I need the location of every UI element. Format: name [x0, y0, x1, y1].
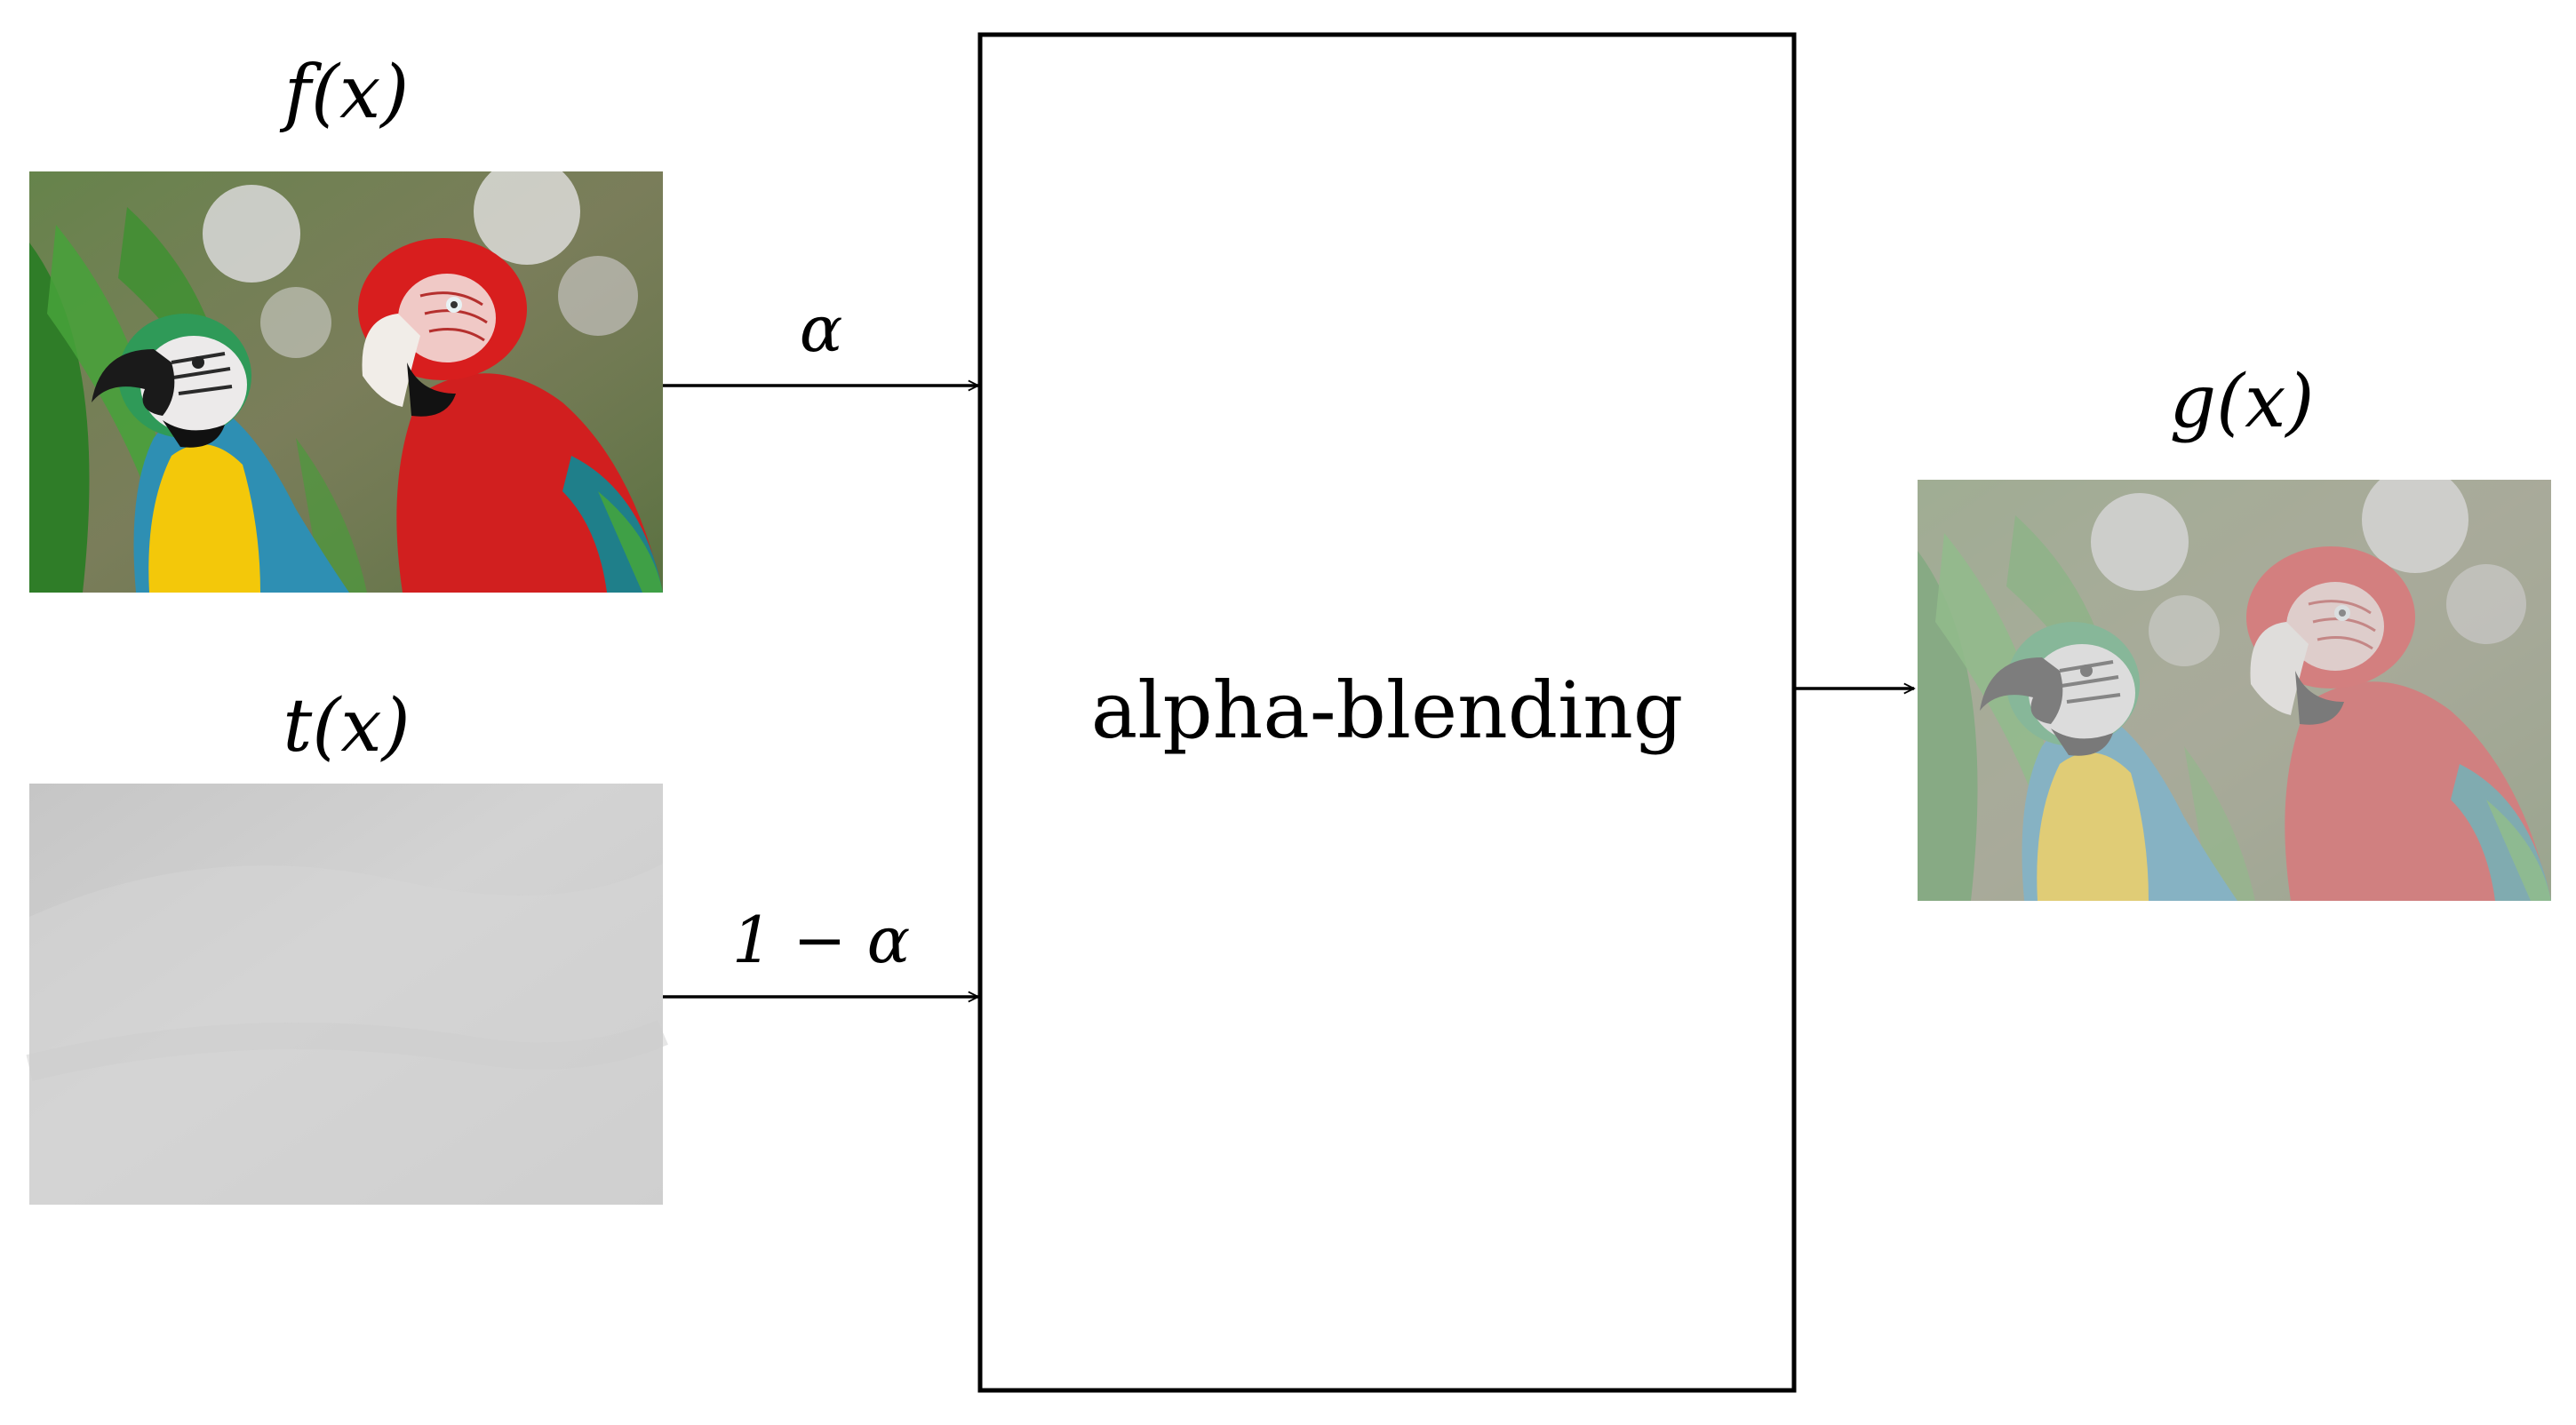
background-image — [26, 784, 668, 1205]
output-label: g(x) — [2170, 360, 2315, 444]
background-label: t(x) — [283, 684, 410, 768]
foreground-label: f(x) — [279, 51, 410, 135]
one-minus-alpha-weight-label: 1 − α — [732, 903, 911, 977]
alpha-blending-label: alpha-blending — [1091, 665, 1684, 756]
alpha-blending-box — [977, 32, 1797, 1393]
output-image — [1918, 480, 2551, 901]
foreground-image — [29, 171, 663, 593]
alpha-weight-label: α — [800, 291, 843, 366]
